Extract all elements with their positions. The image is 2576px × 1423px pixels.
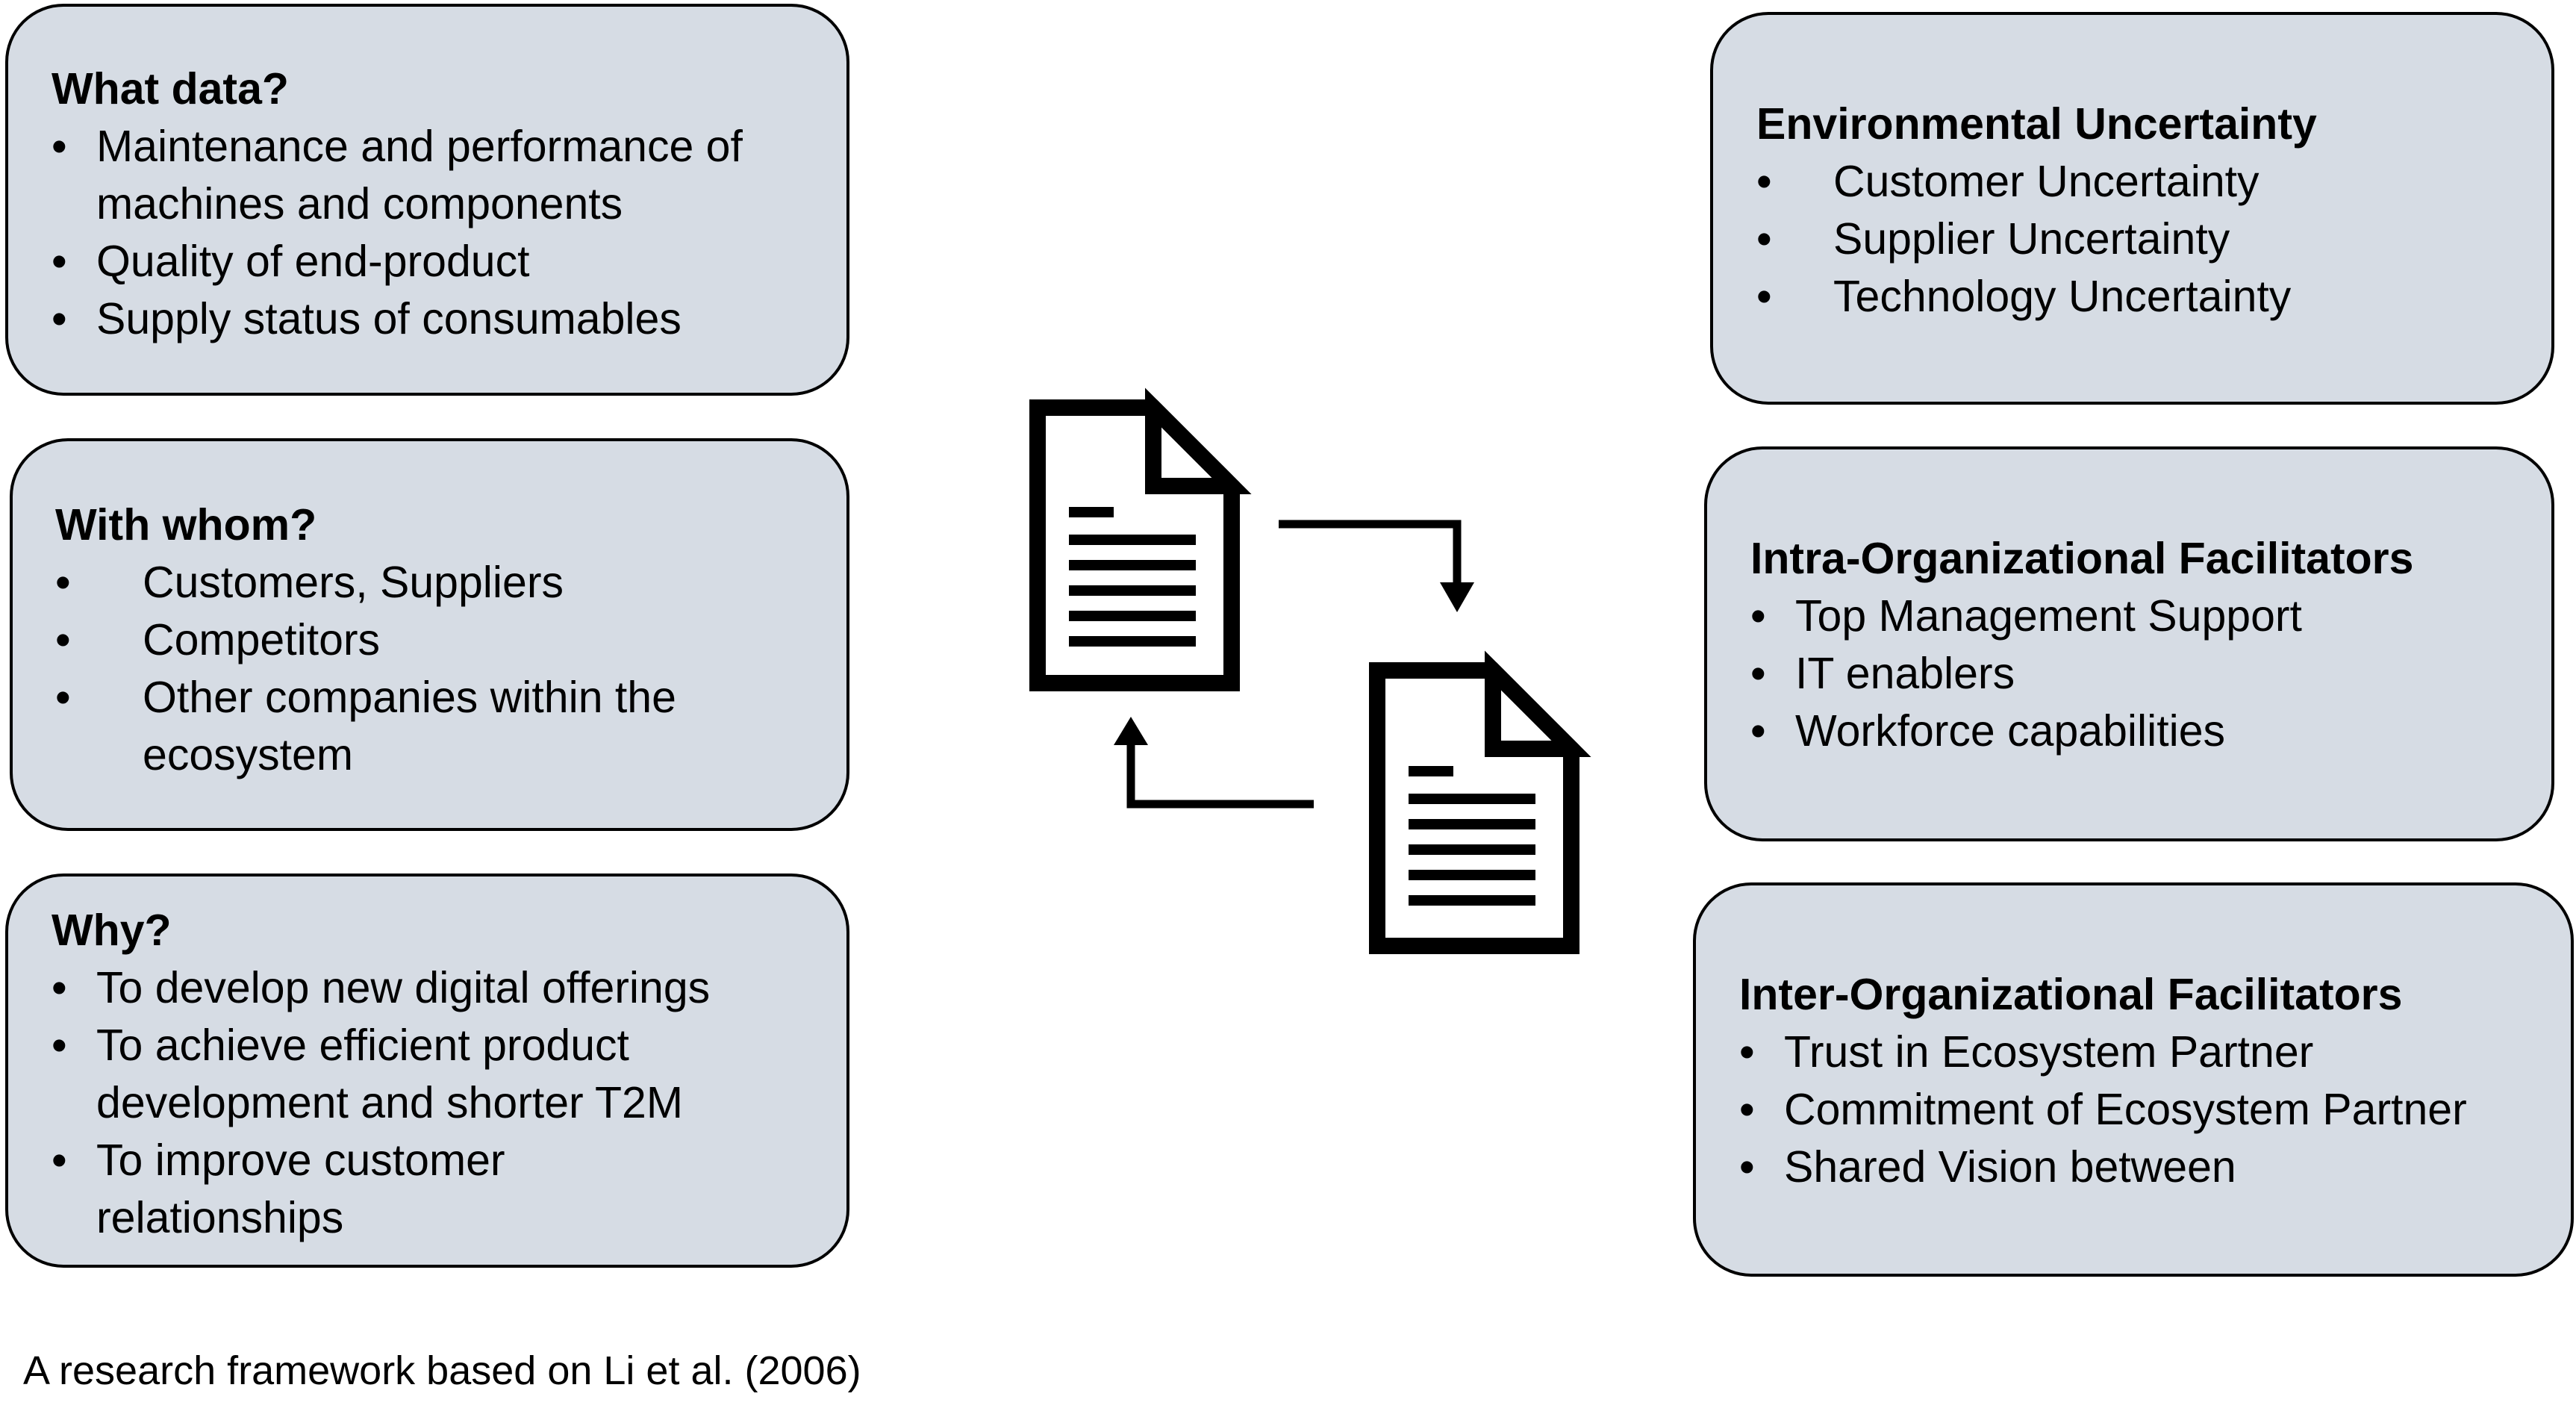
environmental-list: Customer Uncertainty Supplier Uncertaint…	[1756, 153, 2551, 326]
environmental-uncertainty-box: Environmental Uncertainty Customer Uncer…	[1710, 12, 2554, 405]
list-item: Customer Uncertainty	[1756, 153, 2551, 211]
list-item: IT enablers	[1750, 645, 2551, 703]
figure-caption: A research framework based on Li et al. …	[23, 1348, 861, 1393]
list-item: Workforce capabilities	[1750, 703, 2551, 760]
arrow-left-up-icon	[1114, 717, 1314, 809]
with-whom-box: With whom? Customers, Suppliers Competit…	[10, 438, 849, 831]
why-list: To develop new digital offerings To achi…	[52, 959, 846, 1247]
document-icon	[1029, 387, 1252, 691]
list-item: Other companies within the ecosystem	[55, 669, 755, 784]
inter-title: Inter-Organizational Facilitators	[1739, 970, 2403, 1019]
list-item: Supply status of consumables	[52, 290, 846, 348]
intra-title: Intra-Organizational Facilitators	[1750, 534, 2414, 583]
intra-organizational-box: Intra-Organizational Facilitators Top Ma…	[1704, 446, 2554, 841]
what-data-title: What data?	[52, 64, 289, 113]
with-whom-title: With whom?	[55, 500, 317, 549]
list-item: Quality of end-product	[52, 233, 846, 290]
document-icon	[1369, 650, 1591, 954]
environmental-title: Environmental Uncertainty	[1756, 99, 2317, 149]
why-box: Why? To develop new digital offerings To…	[5, 874, 849, 1268]
inter-organizational-box: Inter-Organizational Facilitators Trust …	[1693, 882, 2574, 1277]
arrow-right-down-icon	[1279, 520, 1474, 612]
why-title: Why?	[52, 906, 172, 955]
list-item: Trust in Ecosystem Partner	[1739, 1024, 2571, 1081]
what-data-box: What data? Maintenance and performance o…	[5, 4, 849, 396]
list-item: Maintenance and performance of machines …	[52, 118, 828, 233]
what-data-list: Maintenance and performance of machines …	[52, 118, 846, 348]
list-item: Customers, Suppliers	[55, 554, 846, 611]
inter-list: Trust in Ecosystem Partner Commitment of…	[1739, 1024, 2571, 1196]
list-item: Top Management Support	[1750, 588, 2551, 645]
list-item: Shared Vision between	[1739, 1139, 2571, 1196]
list-item: Technology Uncertainty	[1756, 268, 2551, 326]
list-item: Competitors	[55, 611, 846, 669]
list-item: Commitment of Ecosystem Partner	[1739, 1081, 2571, 1139]
intra-list: Top Management Support IT enablers Workf…	[1750, 588, 2551, 760]
list-item: To improve customer relationships	[52, 1132, 664, 1247]
list-item: To develop new digital offerings	[52, 959, 846, 1017]
list-item: To achieve efficient product development…	[52, 1017, 783, 1132]
list-item: Supplier Uncertainty	[1756, 211, 2551, 268]
with-whom-list: Customers, Suppliers Competitors Other c…	[55, 554, 846, 784]
